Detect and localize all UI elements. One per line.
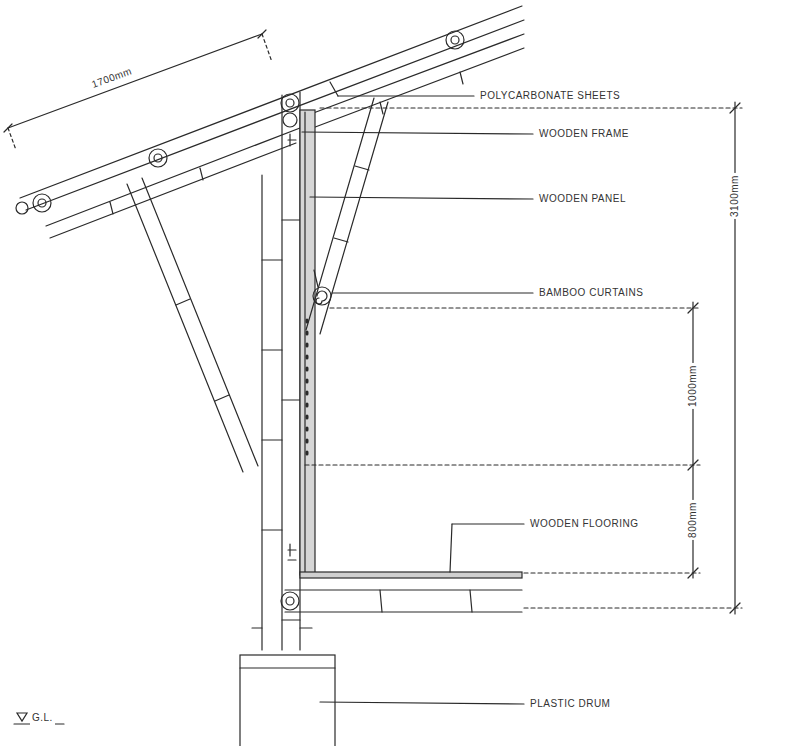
part-label: POLYCARBONATE SHEETS [478,89,622,103]
dimension-text: 1700mm [88,64,136,93]
part-label: WOODEN PANEL [537,192,628,206]
part-label: BAMBOO CURTAINS [537,286,645,300]
part-label: WOODEN FLOORING [528,517,641,531]
dimension-text: 800mm [686,500,700,540]
part-label: PLASTIC DRUM [528,697,612,711]
part-label: WOODEN FRAME [537,127,631,141]
level-mark: G.L. [30,711,55,725]
dimension-text: 1000mm [686,363,700,409]
dimension-text: 3100mm [728,173,742,219]
